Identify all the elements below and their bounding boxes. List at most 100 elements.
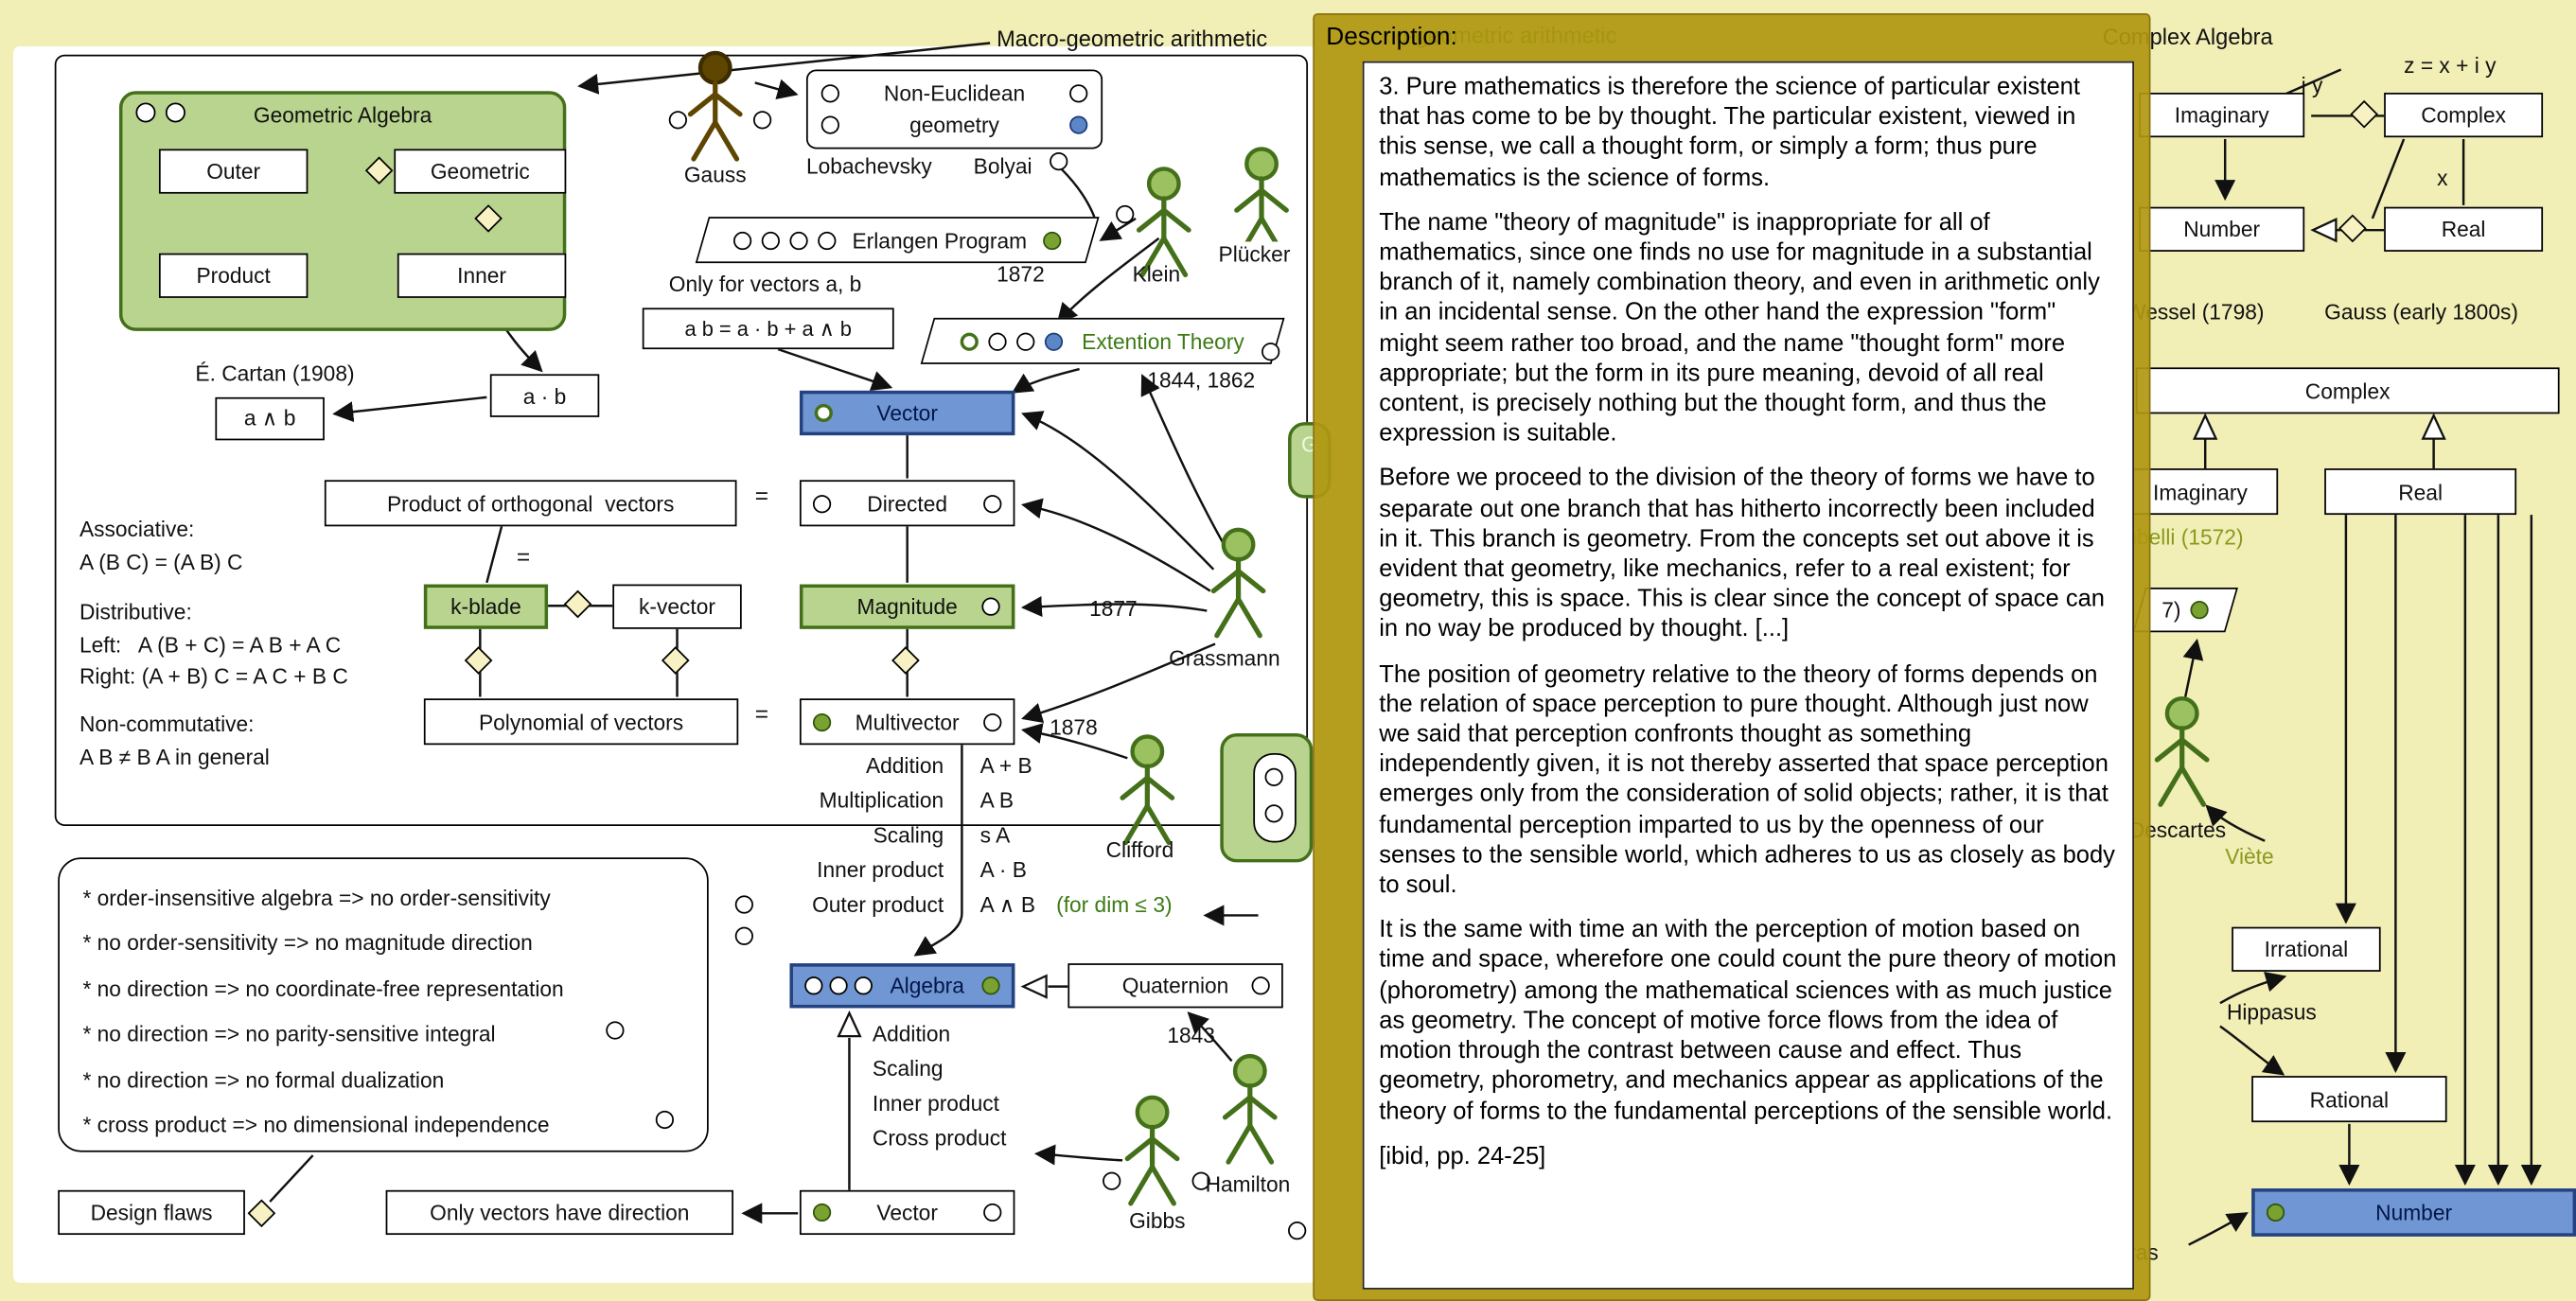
port-green-icon	[981, 976, 1000, 995]
equals-label: =	[754, 699, 769, 727]
node-label: Real	[2441, 217, 2486, 242]
node-label: Outer	[206, 158, 261, 185]
node-label: Inner	[457, 263, 506, 289]
node-polynomial[interactable]: Polynomial of vectors	[423, 698, 739, 746]
node-label: Complex	[2421, 102, 2506, 128]
node-label: Imaginary	[2174, 102, 2269, 128]
node-magnitude[interactable]: Magnitude	[799, 584, 1015, 629]
node-dot-product[interactable]: a · b	[489, 374, 600, 417]
port-icon	[804, 976, 823, 995]
node-label: Algebra	[890, 973, 964, 998]
node-outer[interactable]: Outer	[158, 149, 309, 194]
node-label: a · b	[522, 382, 567, 409]
list-item: * cross product => no dimensional indepe…	[82, 1112, 550, 1137]
node-inner[interactable]: Inner	[397, 253, 567, 298]
lobachevsky-label: Lobachevsky	[805, 153, 932, 179]
op-value: s A	[979, 822, 1011, 848]
port-green-icon	[1043, 231, 1062, 250]
node-k-blade[interactable]: k-blade	[423, 584, 549, 629]
node-design-flaws[interactable]: Design flaws	[58, 1189, 245, 1236]
plucker-label: Plücker	[1218, 241, 1291, 267]
year-1877-label: 1877	[1089, 595, 1138, 622]
node-label: Real	[2398, 479, 2444, 504]
node-number[interactable]: Number	[2139, 206, 2305, 252]
node-rational[interactable]: Rational	[2251, 1076, 2447, 1123]
port-icon	[1069, 84, 1088, 103]
bolyai-label: Bolyai	[973, 153, 1032, 179]
node-non-euclidean[interactable]: Non-Euclidean geometry	[805, 69, 1103, 149]
node-product-orthogonal[interactable]: Product of orthogonal vectors	[324, 480, 737, 527]
node-vector[interactable]: Vector	[799, 390, 1015, 436]
year-1843-label: 1843	[1167, 1023, 1215, 1048]
node-label: Vector	[876, 400, 938, 426]
node-label: 7)	[2161, 597, 2181, 623]
node-real[interactable]: Real	[2384, 206, 2544, 252]
node-imaginary[interactable]: Imaginary	[2139, 92, 2305, 138]
node-k-vector[interactable]: k-vector	[612, 584, 742, 629]
node-directed[interactable]: Directed	[799, 480, 1015, 527]
gibbs-person-icon[interactable]	[1116, 1094, 1189, 1213]
port-icon	[854, 976, 873, 995]
grassmann-label: Grassmann	[1169, 645, 1280, 671]
node-complex-wide[interactable]: Complex	[2135, 367, 2560, 414]
op-label: Inner product	[817, 857, 944, 883]
list-item: * order-insensitive algebra => no order-…	[82, 885, 551, 911]
hidden-port-strip	[1253, 752, 1297, 843]
port-blue-icon	[165, 102, 185, 123]
clifford-label: Clifford	[1105, 837, 1174, 863]
node-erlangen-program[interactable]: Erlangen Program	[695, 217, 1100, 264]
node-wedge-product[interactable]: a ∧ b	[215, 396, 325, 441]
klein-person-icon[interactable]	[1127, 166, 1200, 285]
descartes-person-icon[interactable]	[2145, 695, 2218, 815]
list-item: The position of geometry relative to the…	[1379, 661, 2115, 900]
equals-label: =	[754, 482, 769, 509]
gauss-label: Gauss	[683, 162, 747, 187]
description-panel[interactable]: Description: 3. Pure mathematics is ther…	[1313, 12, 2151, 1301]
port-icon	[1251, 976, 1270, 995]
clifford-person-icon[interactable]	[1111, 733, 1184, 853]
port-icon	[829, 976, 848, 995]
node-vector-bottom[interactable]: Vector	[799, 1189, 1015, 1236]
node-expansion[interactable]: a b = a · b + a ∧ b	[642, 308, 894, 350]
list-item: It is the same with time an with the per…	[1379, 917, 2117, 1125]
node-extension-theory[interactable]: Extention Theory	[920, 317, 1285, 364]
node-algebra[interactable]: Algebra	[789, 963, 1015, 1009]
node-multivector[interactable]: Multivector	[799, 698, 1015, 746]
node-real2[interactable]: Real	[2324, 468, 2517, 516]
node-label: a ∧ b	[243, 405, 296, 431]
op-value: A ∧ B	[979, 891, 1036, 918]
design-flaws-card[interactable]: * order-insensitive algebra => no order-…	[58, 857, 709, 1152]
list-item: * no order-sensitivity => no magnitude d…	[82, 930, 533, 957]
op-value: A + B	[979, 752, 1032, 779]
node-label: Irrational	[2264, 937, 2349, 962]
node-geometric[interactable]: Geometric	[394, 149, 567, 194]
node-label: Polynomial of vectors	[478, 709, 684, 734]
gauss-person-icon[interactable]	[679, 49, 751, 168]
node-product[interactable]: Product	[158, 253, 309, 298]
op-label: Addition	[865, 752, 944, 779]
node-number-bottom[interactable]: Number	[2251, 1188, 2576, 1237]
node-label: Directed	[867, 490, 948, 516]
equals-label: =	[516, 542, 531, 570]
port-icon	[812, 494, 832, 513]
node-only-vectors[interactable]: Only vectors have direction	[385, 1189, 733, 1236]
op-label: Outer product	[812, 891, 944, 918]
port-icon	[1050, 151, 1068, 171]
node-label: Magnitude	[856, 594, 958, 620]
port-blue-icon	[135, 102, 156, 123]
node-label: Product of orthogonal vectors	[386, 490, 675, 516]
node-label: k-vector	[639, 594, 715, 620]
only-vectors-ab-label: Only for vectors a, b	[668, 271, 862, 297]
distributive-left: Left: A (B + C) = A B + A C	[79, 632, 342, 658]
node-label: Design flaws	[90, 1200, 213, 1225]
node-irrational[interactable]: Irrational	[2232, 926, 2381, 972]
node-complex[interactable]: Complex	[2384, 92, 2544, 138]
hamilton-person-icon[interactable]	[1213, 1053, 1286, 1172]
port-icon	[1116, 204, 1135, 224]
grassmann-person-icon[interactable]	[1202, 526, 1275, 645]
node-quaternion[interactable]: Quaternion	[1067, 963, 1283, 1009]
port-red-icon	[1262, 343, 1280, 361]
hamilton-label: Hamilton	[1205, 1171, 1291, 1197]
distributive-title: Distributive:	[79, 599, 192, 624]
